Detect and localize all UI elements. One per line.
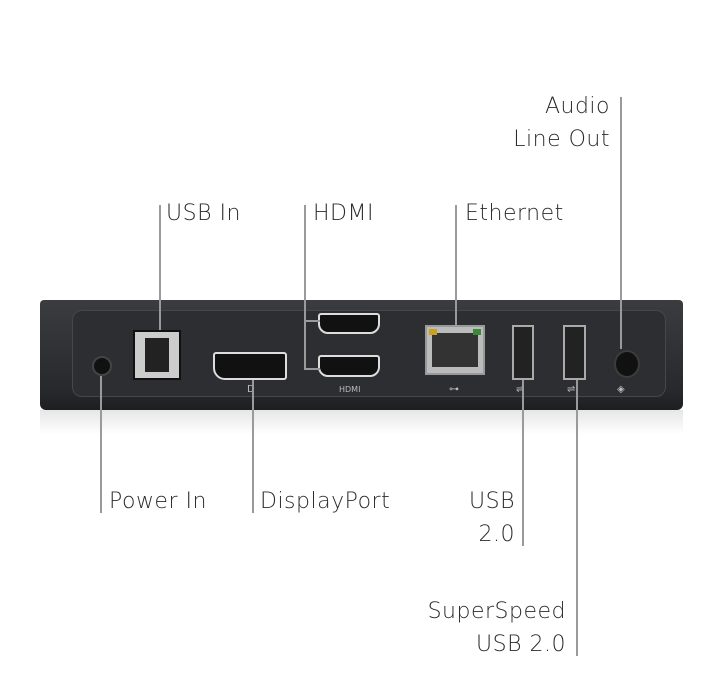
leader-usb2 — [522, 380, 524, 546]
power-port — [92, 356, 112, 376]
usb-icon: ⇌ — [516, 384, 525, 395]
leader-hdmi-top — [304, 320, 320, 322]
label-audio-line-out: Audio Line Out — [513, 94, 610, 152]
dock-reflection — [40, 410, 683, 435]
leader-usb-in — [159, 205, 161, 330]
label-power-in: Power In — [109, 489, 207, 514]
label-superspeed-usb: SuperSpeed USB 2.0 — [427, 599, 566, 657]
audio-icon: ◈ — [617, 384, 625, 395]
audio-jack — [614, 350, 640, 378]
hdmi-marking: HDMI — [339, 385, 361, 394]
label-usb-2-0: USB 2.0 — [469, 489, 515, 547]
ethernet-port — [425, 325, 485, 375]
label-ethernet: Ethernet — [465, 201, 564, 226]
dp-marking: D — [247, 384, 255, 395]
usb-a-port-2 — [563, 325, 586, 380]
hdmi-port-bottom — [318, 355, 380, 377]
ethernet-icon: ⊶ — [449, 384, 459, 395]
hdmi-port-top — [318, 313, 380, 334]
leader-ethernet — [455, 205, 457, 327]
displayport-port — [213, 352, 287, 380]
label-usb-in: USB In — [166, 201, 241, 226]
leader-superspeed — [576, 380, 578, 656]
leader-hdmi — [304, 205, 306, 369]
usb-b-port — [133, 330, 181, 380]
leader-displayport — [252, 380, 254, 513]
usb-a-port-1 — [512, 325, 534, 380]
leader-audio — [620, 97, 622, 349]
leader-hdmi-bottom — [304, 368, 320, 370]
label-displayport: DisplayPort — [260, 489, 391, 514]
label-hdmi: HDMI — [313, 201, 374, 226]
leader-power — [100, 376, 102, 513]
usb-icon: ⇌ — [567, 384, 576, 395]
